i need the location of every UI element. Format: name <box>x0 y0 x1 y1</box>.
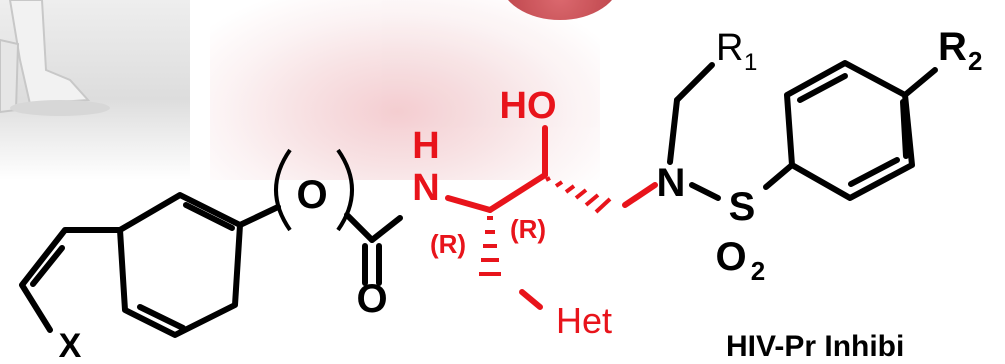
atom-o2-subscript: 2 <box>751 256 765 286</box>
red-bonds <box>445 125 658 310</box>
atom-o2: O <box>715 235 746 279</box>
stereo-label-r-2: (R) <box>510 214 546 244</box>
substituent-r1: R <box>716 27 743 69</box>
substituent-r2-subscript: 2 <box>968 46 982 76</box>
atom-het: Het <box>556 300 612 341</box>
black-bonds <box>19 60 938 338</box>
substituent-r2: R <box>938 25 967 69</box>
atom-s: S <box>729 185 756 229</box>
atom-n-amine: N <box>412 167 439 209</box>
atom-h-amine: H <box>412 125 439 167</box>
atom-o-carbonyl: O <box>356 277 387 321</box>
close-paren <box>336 148 354 232</box>
atom-o-ether: O <box>296 173 327 217</box>
background-photo-target <box>210 0 620 180</box>
open-paren <box>274 148 292 232</box>
caption-text: HIV-Pr Inhibi <box>726 330 905 363</box>
stereo-label-r-1: (R) <box>430 229 466 259</box>
atom-x: X <box>59 327 82 358</box>
atom-ho: HO <box>500 85 557 127</box>
substituent-r1-subscript: 1 <box>744 49 757 76</box>
hashed-wedges <box>479 176 612 276</box>
background-photo-figure <box>0 0 190 180</box>
figure-legs-graphic <box>0 0 110 116</box>
atom-n-sulfonamide: N <box>657 161 686 205</box>
